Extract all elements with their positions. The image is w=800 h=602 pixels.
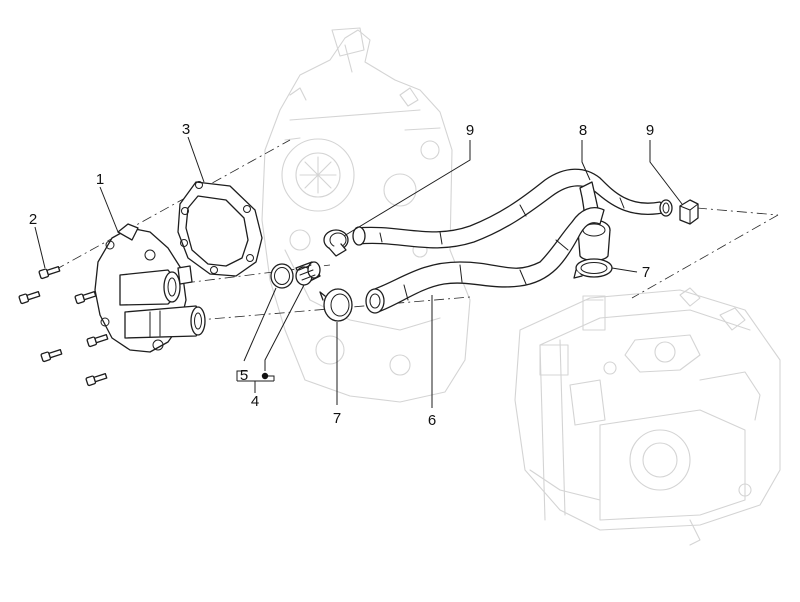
- engine-case-ghost: [261, 27, 471, 403]
- hose-clamp-small-left: [323, 229, 349, 257]
- screw: [40, 348, 63, 363]
- leader-lines: [34, 136, 683, 408]
- gasket: [177, 181, 263, 277]
- callout-4: 4: [251, 393, 259, 410]
- callout-5: 5: [240, 367, 248, 384]
- callout-1: 1: [96, 171, 104, 188]
- hose-clamp-small-right: [679, 199, 699, 225]
- cylinder-head-ghost: [514, 287, 781, 546]
- screw: [74, 290, 97, 305]
- callout-7-left: 7: [333, 410, 341, 427]
- screws: [18, 265, 109, 387]
- callout-2: 2: [29, 211, 37, 228]
- union-sleeve: [295, 261, 321, 286]
- callout-6: 6: [428, 412, 436, 429]
- o-ring: [270, 263, 294, 289]
- hose-clamp-large-left: [319, 288, 353, 322]
- lower-hose: [365, 207, 605, 314]
- callout-7-right: 7: [642, 264, 650, 281]
- callout-9-left: 9: [466, 122, 474, 139]
- screw: [18, 290, 41, 305]
- screw: [86, 333, 109, 348]
- water-pump-cover: [94, 223, 206, 353]
- callout-8: 8: [579, 122, 587, 139]
- hose-clamp-large-right: [573, 258, 613, 279]
- upper-hose: [352, 168, 673, 262]
- callout-9-right: 9: [646, 122, 654, 139]
- screw: [38, 265, 61, 280]
- callout-3: 3: [182, 121, 190, 138]
- callout-labels: 1 2 3 4 5 6 7 7 8 9 9: [29, 121, 654, 429]
- assembly-dot: [261, 372, 269, 380]
- screw: [85, 372, 108, 387]
